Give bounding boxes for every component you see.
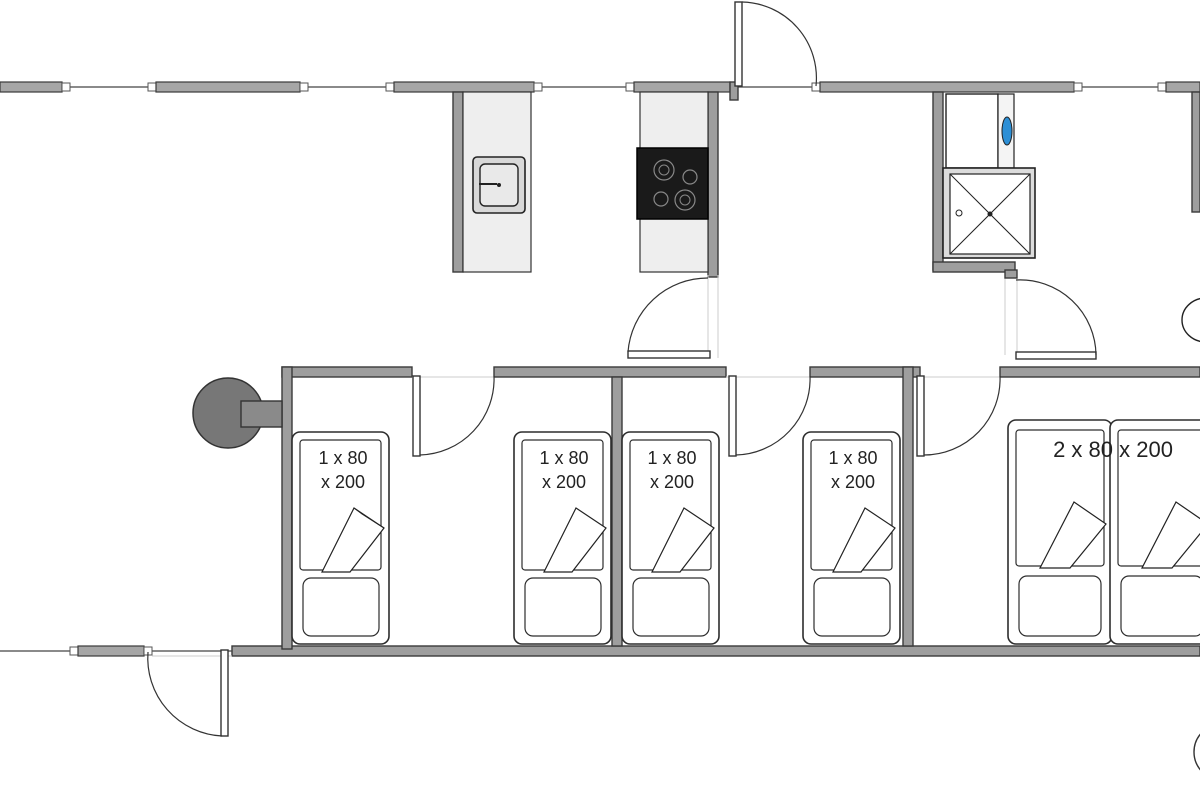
bed-size-label: 1 x 80 bbox=[318, 448, 367, 468]
window-pane bbox=[393, 81, 535, 93]
sink-icon bbox=[472, 156, 526, 214]
bed-size-label: 1 x 80 bbox=[647, 448, 696, 468]
single-bed-2: 1 x 80 x 200 bbox=[513, 431, 612, 645]
window-pane bbox=[77, 645, 145, 657]
double-bed: 2 x 80 x 200 bbox=[1007, 419, 1200, 645]
bedroom-door-3 bbox=[916, 375, 1001, 457]
bathroom-door bbox=[1004, 269, 1097, 360]
entrance-door-bottom bbox=[147, 649, 232, 737]
window-pane bbox=[155, 81, 301, 93]
washing-machine-icon bbox=[945, 93, 1015, 169]
single-bed-4: 1 x 80 x 200 bbox=[802, 431, 901, 645]
hall-door-left bbox=[627, 275, 719, 359]
bedroom-door-2 bbox=[726, 375, 811, 457]
single-bed-3: 1 x 80 x 200 bbox=[621, 431, 720, 645]
shower-icon bbox=[942, 167, 1036, 259]
bedroom-walls bbox=[0, 366, 1200, 657]
top-exterior-wall bbox=[0, 81, 1200, 213]
bed-size-label: x 200 bbox=[650, 472, 694, 492]
bathroom bbox=[932, 91, 1036, 273]
wood-stove-icon bbox=[192, 377, 283, 449]
window-pane bbox=[1165, 81, 1200, 93]
stove-icon bbox=[636, 147, 709, 220]
toilet-icon bbox=[1181, 297, 1200, 343]
bed-size-label: x 200 bbox=[831, 472, 875, 492]
window-pane bbox=[819, 81, 1075, 93]
round-fixture-icon bbox=[1193, 733, 1200, 771]
entrance-door-top bbox=[729, 1, 818, 101]
kitchen bbox=[452, 91, 719, 278]
bed-size-label: 1 x 80 bbox=[539, 448, 588, 468]
bed-size-label: x 200 bbox=[542, 472, 586, 492]
window-pane bbox=[0, 81, 63, 93]
bed-size-label: 1 x 80 bbox=[828, 448, 877, 468]
bedroom-door-1 bbox=[412, 375, 495, 457]
window-pane bbox=[633, 81, 731, 93]
double-bed-size-label: 2 x 80 x 200 bbox=[1053, 437, 1173, 462]
single-bed-1: 1 x 80 x 200 bbox=[291, 431, 390, 645]
bed-size-label: x 200 bbox=[321, 472, 365, 492]
